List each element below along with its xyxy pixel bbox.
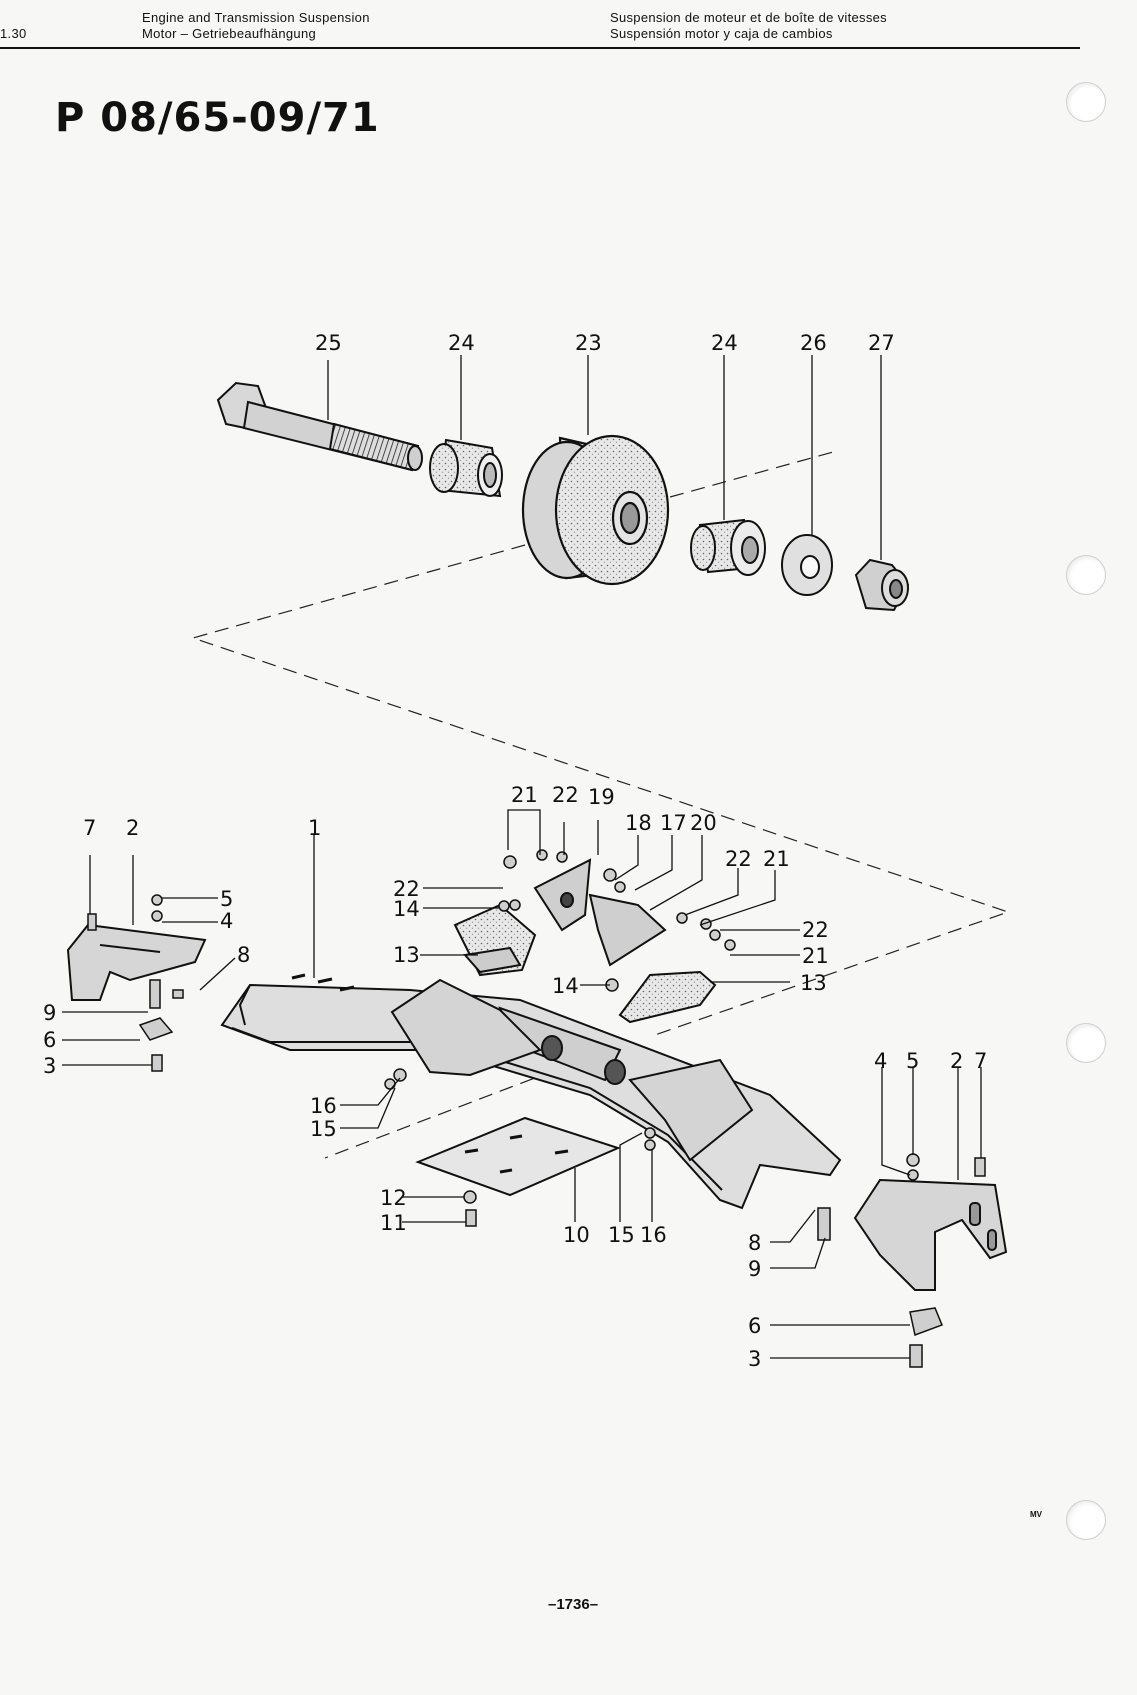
bracket-19: [533, 858, 592, 932]
callout-22: 22: [393, 877, 420, 901]
punch-hole: [1066, 555, 1106, 595]
callout-16: 16: [310, 1094, 337, 1118]
callout-21: 21: [802, 944, 829, 968]
callout-9: 9: [43, 1001, 56, 1025]
callout-8: 8: [748, 1231, 761, 1255]
sleeve-24-left: [429, 438, 503, 498]
header-left: Engine and Transmission Suspension Motor…: [142, 10, 370, 42]
callout-21: 21: [763, 847, 790, 871]
header-title-es: Suspensión motor y caja de cambios: [610, 26, 833, 41]
callout-16: 16: [640, 1223, 667, 1247]
callout-12: 12: [380, 1186, 407, 1210]
callout-4: 4: [220, 909, 233, 933]
callout-14: 14: [552, 974, 579, 998]
rubber-mount-23: [521, 434, 670, 586]
callout-6: 6: [43, 1028, 56, 1052]
callout-21: 21: [511, 783, 538, 807]
callout-10: 10: [563, 1223, 590, 1247]
callout-20: 20: [690, 811, 717, 835]
callout-3: 3: [748, 1347, 761, 1371]
bracket-2-right: [853, 1178, 1008, 1291]
callout-24: 24: [711, 331, 738, 355]
sleeve-24-right: [690, 518, 766, 576]
callout-11: 11: [380, 1211, 407, 1235]
nut-27: [854, 558, 910, 612]
bolt-25: [216, 381, 423, 472]
callout-7: 7: [974, 1049, 987, 1073]
callout-5: 5: [906, 1049, 919, 1073]
callout-15: 15: [310, 1117, 337, 1141]
callout-8: 8: [237, 943, 250, 967]
callout-27: 27: [868, 331, 895, 355]
callout-13: 13: [393, 943, 420, 967]
callout-7: 7: [83, 816, 96, 840]
callout-22: 22: [725, 847, 752, 871]
callout-3: 3: [43, 1054, 56, 1078]
callout-24: 24: [448, 331, 475, 355]
artist-initials: MV: [1030, 1510, 1042, 1519]
callout-17: 17: [660, 811, 687, 835]
model-range-title: P 08/65-09/71: [55, 95, 380, 141]
header-title-fr: Suspension de moteur et de boîte de vite…: [610, 10, 887, 25]
callout-15: 15: [608, 1223, 635, 1247]
section-number: 1.30: [0, 26, 27, 41]
callout-26: 26: [800, 331, 827, 355]
callout-numbers: 25 24 23 24 26 27 21 22 19 18 17 20 22 2…: [43, 331, 987, 1371]
header-title-en: Engine and Transmission Suspension: [142, 10, 370, 25]
callout-1: 1: [308, 816, 321, 840]
callout-6: 6: [748, 1314, 761, 1338]
punch-hole: [1066, 1500, 1106, 1540]
engine-mount-13-right: [618, 970, 717, 1024]
callout-22: 22: [552, 783, 579, 807]
engine-mount-13-left: [453, 903, 537, 977]
callout-13: 13: [800, 971, 827, 995]
callout-5: 5: [220, 887, 233, 911]
washer-26: [781, 534, 833, 596]
plate-10: [415, 1116, 621, 1197]
callout-4: 4: [874, 1049, 887, 1073]
bracket-20: [588, 893, 667, 967]
callout-9: 9: [748, 1257, 761, 1281]
callout-2: 2: [126, 816, 139, 840]
callout-14: 14: [393, 897, 420, 921]
header-rule: [0, 47, 1080, 49]
punch-hole: [1066, 82, 1106, 122]
callout-19: 19: [588, 785, 615, 809]
header-title-de: Motor – Getriebeaufhängung: [142, 26, 317, 41]
leader-lines: [62, 355, 982, 1359]
small-fasteners: [87, 849, 986, 1368]
callout-18: 18: [625, 811, 652, 835]
page-number: –1736–: [548, 1596, 599, 1613]
callout-25: 25: [315, 331, 342, 355]
bracket-2-left: [66, 923, 207, 1001]
crossmember-1: [220, 973, 842, 1210]
callout-22: 22: [802, 918, 829, 942]
callout-2: 2: [950, 1049, 963, 1073]
punch-hole: [1066, 1023, 1106, 1063]
callout-23: 23: [575, 331, 602, 355]
header-right: Suspension de moteur et de boîte de vite…: [610, 10, 887, 42]
